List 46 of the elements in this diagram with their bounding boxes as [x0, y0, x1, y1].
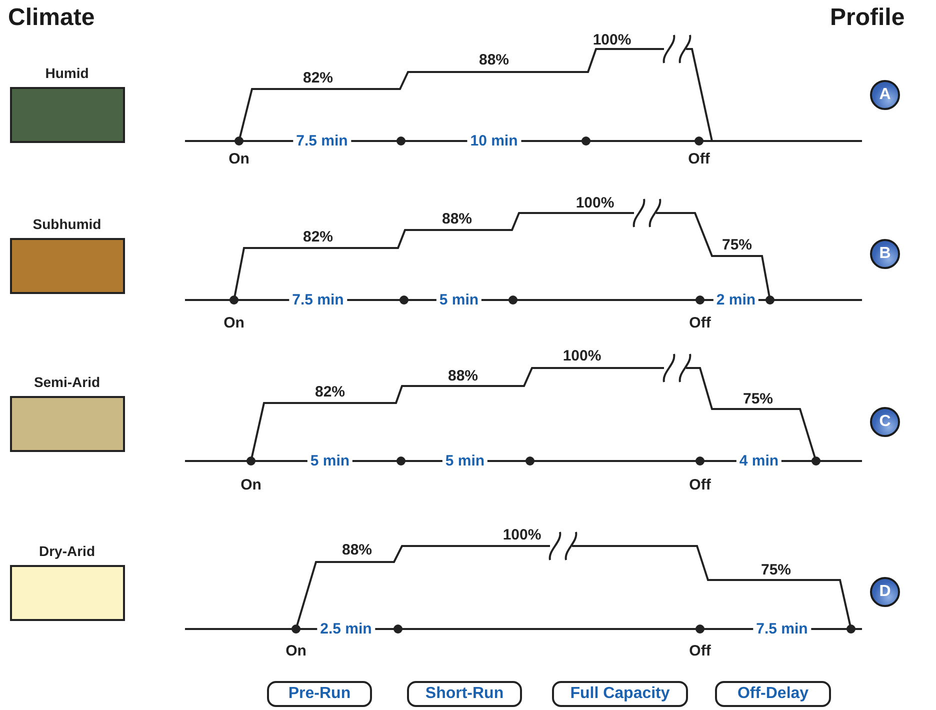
percent-label: 82%: [314, 384, 346, 400]
climate-label: Semi-Arid: [34, 374, 100, 390]
column-heading: Climate: [8, 6, 95, 30]
percent-label: 100%: [502, 528, 542, 542]
climate-label: Dry-Arid: [39, 543, 95, 559]
percent-label: 88%: [478, 52, 510, 68]
percent-label: 100%: [592, 32, 632, 48]
percent-label: 75%: [722, 238, 752, 252]
percent-label: 82%: [302, 70, 334, 86]
switch-label: Off: [689, 478, 711, 492]
phase-label: Short-Run: [407, 681, 522, 707]
percent-label: 100%: [576, 196, 614, 210]
profile-badge: A: [870, 80, 900, 110]
duration-label: 7.5 min: [753, 622, 811, 636]
switch-label: On: [286, 644, 306, 658]
phase-label: Pre-Run: [267, 681, 372, 707]
profile-badge: B: [870, 239, 900, 269]
switch-label: On: [224, 316, 244, 330]
duration-label: 5 min: [307, 454, 353, 468]
climate-label: Subhumid: [32, 216, 102, 232]
percent-label: 100%: [562, 348, 602, 364]
phase-label: Off-Delay: [715, 681, 831, 707]
percent-label: 88%: [342, 542, 372, 558]
profile-badge: C: [870, 407, 900, 437]
switch-label: On: [240, 478, 262, 492]
switch-label: Off: [689, 644, 711, 658]
duration-label: 7.5 min: [293, 134, 351, 148]
duration-label: 5 min: [436, 292, 482, 308]
profile-badge: D: [870, 577, 900, 607]
switch-label: Off: [688, 152, 710, 166]
column-heading: Profile: [830, 6, 905, 30]
percent-label: 88%: [448, 368, 478, 384]
duration-label: 5 min: [442, 454, 488, 468]
percent-label: 82%: [302, 230, 334, 244]
percent-label: 75%: [760, 562, 792, 578]
switch-label: Off: [689, 316, 711, 330]
duration-label: 2 min: [713, 292, 759, 308]
duration-label: 4 min: [736, 454, 782, 468]
switch-label: On: [228, 152, 250, 166]
percent-label: 88%: [442, 212, 472, 226]
duration-label: 10 min: [467, 134, 521, 148]
climate-label: Humid: [45, 65, 89, 81]
percent-label: 75%: [742, 392, 774, 406]
duration-label: 2.5 min: [317, 622, 375, 636]
duration-label: 7.5 min: [289, 292, 347, 308]
phase-label: Full Capacity: [552, 681, 688, 707]
